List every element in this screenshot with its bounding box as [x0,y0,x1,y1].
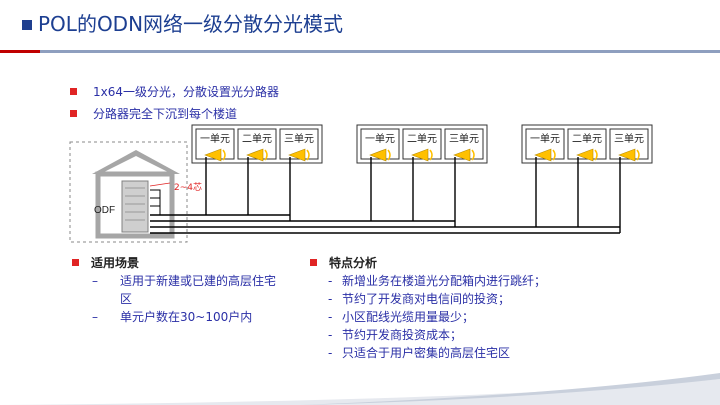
unit-label: 三单元 [284,133,314,145]
splitter-icon [411,148,429,162]
bullet-square-icon [72,258,79,266]
feature-analysis: 特点分析 -新增业务在楼道光分配箱内进行跳纤； -节约了开发商对电信间的投资； … [310,252,546,362]
building-group: 一单元二单元三单元 [191,124,323,164]
building-groups: 一单元二单元三单元一单元二单元三单元一单元二单元三单元 [191,124,653,164]
odf-patch-line [150,189,161,215]
house-roof [92,150,180,174]
unit-label: 二单元 [242,133,272,145]
applicable-item: –单元户数在30~100户内 [92,310,253,324]
odf-area-outline [69,141,188,243]
feature-item: -节约了开发商对电信间的投资； [328,292,511,306]
splitter-icon [288,148,306,162]
core-count-label: 2~4芯 [174,181,202,193]
splitter-icon [246,148,264,162]
bottom-page-curl [0,373,720,405]
title-underline [0,50,720,53]
building-group: 一单元二单元三单元 [521,124,653,164]
unit-label: 一单元 [365,133,395,145]
feature-item: -新增业务在楼道光分配箱内进行跳纤； [328,274,547,288]
splitter-arc [306,149,310,161]
summary-bullet: 分路器完全下沉到每个楼道 [70,102,279,124]
feature-item: -节约开发商投资成本； [328,328,463,342]
splitter-icon [534,148,552,162]
applicable-item: –适用于新建或已建的高层住宅 [92,274,277,288]
unit-label: 二单元 [407,133,437,145]
splitter-arc [264,149,268,161]
summary-bullets: 1x64一级分光，分散设置光分路器 分路器完全下沉到每个楼道 [70,80,279,124]
summary-bullet: 1x64一级分光，分散设置光分路器 [70,80,279,102]
feature-item: -只适合于用户密集的高层住宅区 [328,346,511,360]
odf-cabinet [121,180,149,233]
splitter-icon [369,148,387,162]
house-walls [95,171,175,239]
splitter-arc [636,149,640,161]
title-marker [22,20,32,30]
unit-label: 三单元 [614,133,644,145]
fiber-lines [150,157,621,234]
odf-patch-line [150,205,161,215]
unit-label: 一单元 [530,133,560,145]
splitter-arc [387,149,391,161]
bullet-square-icon [310,258,317,266]
splitter-arc [594,149,598,161]
splitter-arc [429,149,433,161]
applicable-heading: 适用场景 [72,252,276,272]
applicable-scenarios: 适用场景 –适用于新建或已建的高层住宅 区 –单元户数在30~100户内 [72,252,276,326]
bullet-square-icon [70,109,77,117]
building-group: 一单元二单元三单元 [356,124,488,164]
core-label-pointer [149,182,171,187]
splitter-arc [222,149,226,161]
page-title: POL的ODN网络一级分散分光模式 [38,12,344,36]
splitter-arc [552,149,556,161]
splitter-arc [471,149,475,161]
unit-label: 二单元 [572,133,602,145]
unit-box [609,128,649,160]
unit-label: 三单元 [449,133,479,145]
splitter-icon [618,148,636,162]
splitter-icon [453,148,471,162]
splitter-icon [576,148,594,162]
features-heading: 特点分析 [310,252,546,272]
splitter-icon [204,148,222,162]
applicable-item: 区 [120,292,133,306]
feature-item: -小区配线光缆用量最少； [328,310,475,324]
odf-label: ODF [94,205,115,216]
unit-label: 一单元 [200,133,230,145]
bullet-square-icon [70,87,77,95]
